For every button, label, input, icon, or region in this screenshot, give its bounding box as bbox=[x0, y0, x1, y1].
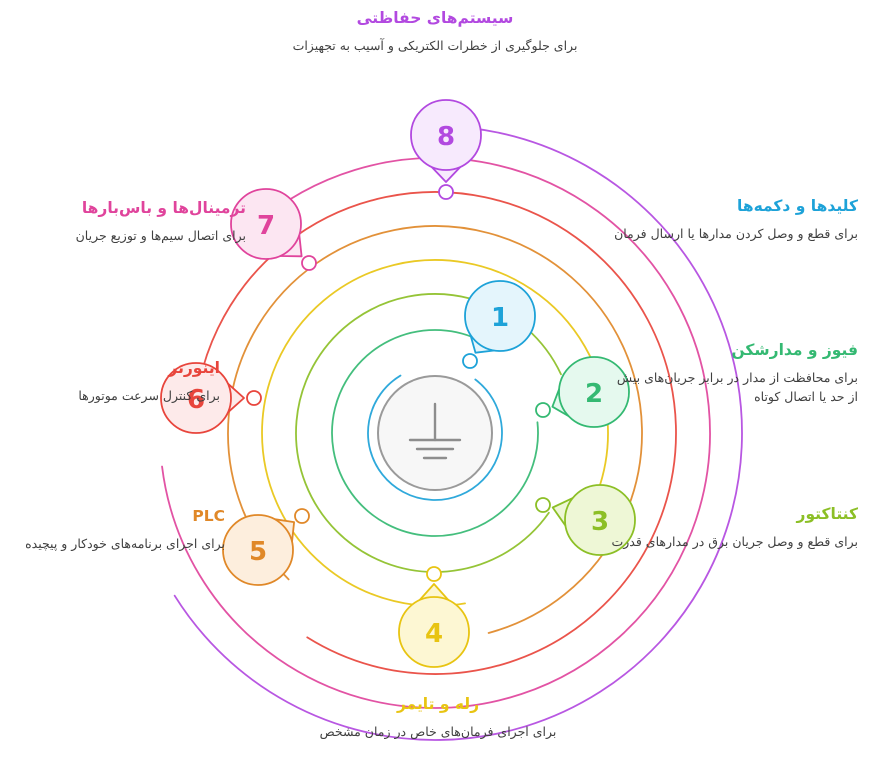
label-block-1: کلیدها و دکمه‌ها برای قطع و وصل کردن مدا… bbox=[608, 196, 858, 243]
bubble-number-8: 8 bbox=[437, 122, 455, 152]
label-title-1: کلیدها و دکمه‌ها bbox=[737, 197, 858, 215]
number-bubbles: 1 2 3 4 5 6 7 8 bbox=[160, 99, 636, 668]
bubble-inner-4 bbox=[400, 598, 468, 666]
label-desc-8: برای جلوگیری از خطرات الکتریکی و آسیب به… bbox=[292, 37, 578, 53]
arc-ring-2 bbox=[331, 329, 539, 537]
bubble-inner-2 bbox=[560, 358, 628, 426]
arc-ring-4 bbox=[261, 259, 609, 607]
label-title-5: PLC bbox=[192, 507, 225, 525]
label-desc-5: برای اجرای برنامه‌های خودکار و پیچیده bbox=[25, 535, 225, 551]
bubble-inner-3 bbox=[566, 486, 634, 554]
label-block-6: اینورتر برای کنترل سرعت موتورها bbox=[0, 358, 220, 405]
label-desc-4: برای اجرای فرمان‌های خاص در زمان مشخص bbox=[319, 723, 557, 739]
arc-ring-7 bbox=[161, 157, 711, 709]
bubble-inner-7 bbox=[232, 190, 300, 258]
label-title-4: رله و تایمر bbox=[396, 695, 480, 713]
label-desc-6: برای کنترل سرعت موتورها bbox=[78, 387, 220, 403]
bubble-number-7: 7 bbox=[257, 211, 275, 241]
bubble-number-6: 6 bbox=[187, 385, 205, 415]
label-block-5: PLC برای اجرای برنامه‌های خودکار و پیچید… bbox=[0, 506, 225, 553]
bubble-inner-6 bbox=[162, 364, 230, 432]
label-block-7: ترمینال‌ها و باس‌بارها برای اتصال سیم‌ها… bbox=[28, 198, 246, 245]
label-block-3: کنتاکتور برای قطع و وصل جریان برق در مدا… bbox=[608, 504, 858, 551]
arc-ring-1 bbox=[367, 374, 503, 501]
label-title-8: سیستم‌های حفاظتی bbox=[356, 9, 514, 27]
connector-node-8 bbox=[438, 184, 454, 200]
bubble-8[interactable]: 8 bbox=[410, 99, 482, 200]
label-block-4: رله و تایمر برای اجرای فرمان‌های خاص در … bbox=[288, 694, 588, 741]
bubble-inner-5 bbox=[224, 516, 292, 584]
bubble-number-4: 4 bbox=[425, 619, 443, 649]
label-block-2: فیوز و مدارشکن برای محافظت از مدار در بر… bbox=[608, 340, 858, 407]
label-desc-7: برای اتصال سیم‌ها و توزیع جریان bbox=[75, 227, 246, 243]
connector-node-1 bbox=[462, 353, 478, 369]
label-block-8: سیستم‌های حفاظتی برای جلوگیری از خطرات ا… bbox=[285, 8, 585, 55]
bubble-number-1: 1 bbox=[491, 303, 509, 333]
label-title-3: کنتاکتور bbox=[796, 505, 858, 523]
arc-ring-8 bbox=[173, 125, 743, 741]
bubble-number-3: 3 bbox=[591, 507, 609, 537]
label-title-2: فیوز و مدارشکن bbox=[731, 341, 858, 359]
label-title-7: ترمینال‌ها و باس‌بارها bbox=[81, 199, 246, 217]
bubble-4[interactable]: 4 bbox=[398, 566, 470, 668]
bubble-inner-8 bbox=[412, 101, 480, 169]
bubble-number-2: 2 bbox=[585, 379, 603, 409]
label-title-6: اینورتر bbox=[168, 359, 220, 377]
bubble-inner-1 bbox=[466, 282, 534, 350]
connector-node-4 bbox=[426, 566, 442, 582]
connector-node-3 bbox=[535, 497, 551, 513]
connector-node-7 bbox=[301, 255, 317, 271]
label-desc-2: برای محافظت از مدار در برابر جریان‌های ب… bbox=[616, 369, 858, 405]
label-desc-3: برای قطع و وصل جریان برق در مدارهای قدرت bbox=[611, 533, 858, 549]
connector-node-6 bbox=[246, 390, 262, 406]
bubble-5[interactable]: 5 bbox=[222, 508, 310, 586]
center-hub bbox=[377, 375, 493, 491]
bubble-7[interactable]: 7 bbox=[230, 188, 317, 271]
bubble-6[interactable]: 6 bbox=[160, 362, 262, 434]
label-desc-1: برای قطع و وصل کردن مدارها یا ارسال فرما… bbox=[614, 225, 858, 241]
connector-node-5 bbox=[294, 508, 310, 524]
connector-node-2 bbox=[535, 402, 551, 418]
bubble-2[interactable]: 2 bbox=[535, 356, 630, 428]
bubble-3[interactable]: 3 bbox=[535, 484, 636, 556]
ground-earth-symbol bbox=[408, 402, 462, 460]
bubble-1[interactable]: 1 bbox=[462, 280, 536, 369]
bubble-number-5: 5 bbox=[249, 537, 267, 567]
